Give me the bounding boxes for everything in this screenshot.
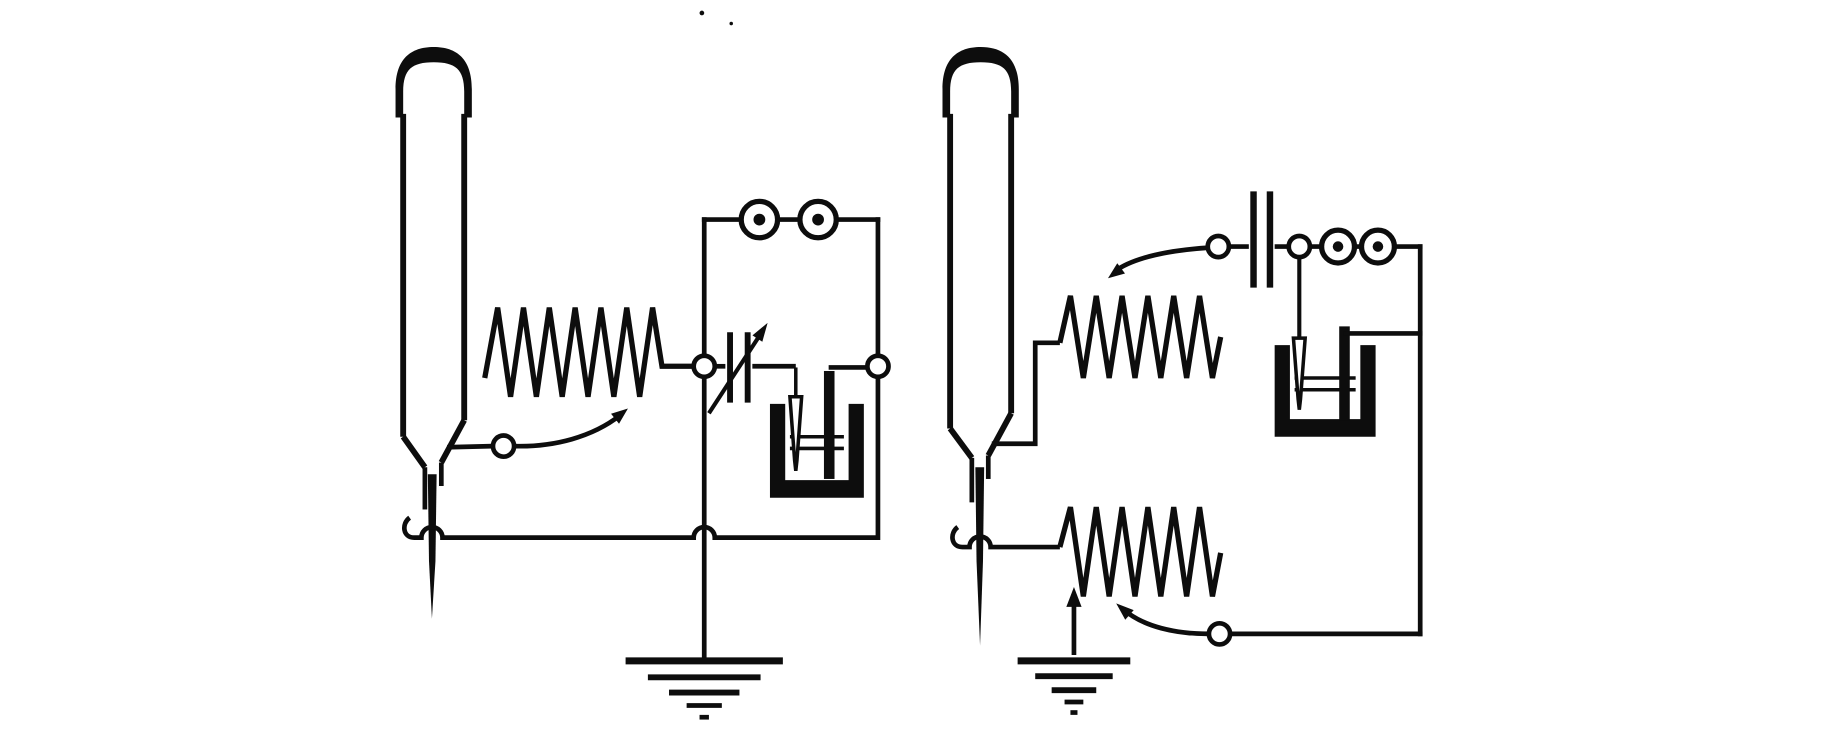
funnel-right [438,418,467,464]
telephone-receiver [797,198,839,241]
arrowhead-icon [611,408,628,424]
tube-cap [395,47,472,118]
telephone-receiver [1358,227,1398,266]
aerial-tube [395,47,472,510]
funnel-left [947,426,975,460]
right-circuit [942,47,1423,715]
arrowhead-icon [1107,263,1126,279]
secondary-coil [1057,506,1224,597]
ink-speck [729,21,733,26]
junction-node [1286,233,1313,260]
receiver-dot [812,213,824,226]
binding-post [1206,620,1233,647]
ink-speck [699,10,705,16]
ground-symbol [1017,657,1131,715]
aerial-bottom-wire [950,525,1060,550]
variable-arrow-shaft [707,331,764,415]
lead-in-wire [975,467,985,646]
point-electrode [1291,336,1308,410]
variable-capacitor [707,322,796,415]
binding-post [490,433,517,460]
slider-wire [514,413,622,449]
ground-symbol [625,657,783,720]
electrolytic-detector-cell [769,365,870,498]
coil-slider-arrow [514,408,628,449]
funnel-right [985,411,1014,457]
coil-slider-arrow [1116,603,1209,637]
junction-node [1205,233,1232,260]
ground-tap-arrow [1066,586,1082,656]
arrowhead-icon [1066,586,1082,607]
funnel-left [400,435,428,469]
scan-artifacts [699,10,733,26]
receiver-dot [1372,241,1384,252]
slider-wire [1121,607,1209,637]
junction-node [865,353,891,380]
carbon-electrode [1339,326,1350,421]
tuning-coil [482,307,694,398]
tube-cap [942,47,1019,118]
detector-cup [769,403,864,498]
lead-in-wire [427,474,437,619]
point-electrode [788,395,804,471]
slider-wire [1113,245,1208,274]
arrowhead-icon [752,322,768,342]
left-circuit [395,47,891,720]
receiver-dot [753,213,766,226]
receiver-dot [1332,241,1344,252]
telephone-receiver [1318,227,1358,266]
aerial-to-coil-wire [991,340,1060,447]
aerial-tap-wire [447,443,494,450]
bottom-wire [402,515,878,540]
telephone-receiver [738,198,781,241]
electrolytic-detector-cell [1274,257,1423,437]
aerial-tube [942,47,1019,503]
detector-cup [1274,345,1376,437]
carbon-electrode [823,370,835,479]
junction-node [691,353,718,380]
coil-slider-arrow [1107,245,1208,279]
primary-coil [1057,295,1224,379]
arrowhead-icon [1116,603,1134,620]
